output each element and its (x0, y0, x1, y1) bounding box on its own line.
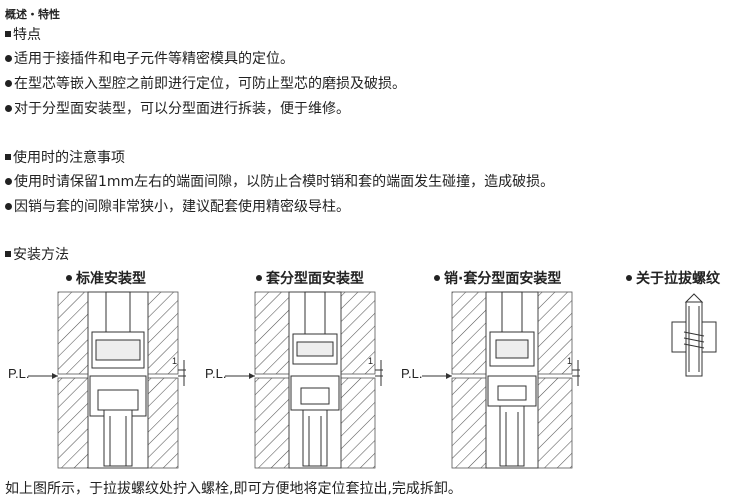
pl-label: P.L. (205, 366, 227, 381)
note-item-text: 使用时请保留1mm左右的端面间隙，以防止合模时销和套的端面发生碰撞，造成破损。 (14, 174, 555, 190)
install-title: 安装方法 (5, 244, 69, 264)
square-bullet-icon (5, 31, 11, 37)
bullet-icon (66, 275, 72, 281)
note-item: 使用时请保留1mm左右的端面间隙，以防止合模时销和套的端面发生碰撞，造成破损。 (5, 171, 554, 191)
bullet-icon (5, 105, 12, 112)
footer-text: 如上图所示，于拉拔螺纹处拧入螺栓,即可方便地将定位套拉出,完成拆卸。 (5, 481, 462, 497)
bullet-icon (434, 275, 440, 281)
pl-label: P.L. (8, 366, 30, 381)
features-title: 特点 (5, 24, 41, 44)
caption-standard: 标准安装型 (66, 268, 146, 288)
caption-text: 套分型面安装型 (266, 271, 364, 287)
feature-item-text: 适用于接插件和电子元件等精密模具的定位。 (14, 51, 294, 67)
standard-install-diagram (28, 291, 186, 469)
feature-item: 在型芯等嵌入型腔之前即进行定位，可防止型芯的磨损及破损。 (5, 73, 406, 93)
bullet-icon (626, 275, 632, 281)
bullet-icon (5, 178, 12, 185)
install-title-text: 安装方法 (13, 247, 69, 263)
features-title-text: 特点 (13, 27, 41, 43)
caption-pin-sleeve-pl: 销·套分型面安装型 (434, 268, 561, 288)
feature-item: 对于分型面安装型，可以分型面进行拆装，便于维修。 (5, 98, 350, 118)
notes-title: 使用时的注意事项 (5, 147, 125, 167)
bullet-icon (5, 80, 12, 87)
feature-item-text: 在型芯等嵌入型腔之前即进行定位，可防止型芯的磨损及破损。 (14, 76, 406, 92)
note-item-text: 因销与套的间隙非常狭小，建议配套使用精密级导柱。 (14, 199, 350, 215)
pin-sleeve-pl-install-diagram (422, 291, 580, 469)
caption-sleeve-pl: 套分型面安装型 (256, 268, 364, 288)
pl-label: P.L. (401, 366, 423, 381)
notes-title-text: 使用时的注意事项 (13, 150, 125, 166)
caption-text: 标准安装型 (76, 271, 146, 287)
page-heading: 概述・特性 (5, 8, 60, 21)
bullet-icon (256, 275, 262, 281)
feature-item: 适用于接插件和电子元件等精密模具的定位。 (5, 48, 294, 68)
caption-text: 关于拉拔螺纹 (636, 271, 720, 287)
pull-thread-diagram (671, 293, 717, 377)
caption-pull-thread: 关于拉拔螺纹 (626, 268, 720, 288)
feature-item-text: 对于分型面安装型，可以分型面进行拆装，便于维修。 (14, 101, 350, 117)
square-bullet-icon (5, 251, 11, 257)
caption-text: 销·套分型面安装型 (444, 271, 562, 287)
note-item: 因销与套的间隙非常狭小，建议配套使用精密级导柱。 (5, 196, 350, 216)
bullet-icon (5, 203, 12, 210)
sleeve-pl-install-diagram (225, 291, 383, 469)
square-bullet-icon (5, 154, 11, 160)
bullet-icon (5, 55, 12, 62)
